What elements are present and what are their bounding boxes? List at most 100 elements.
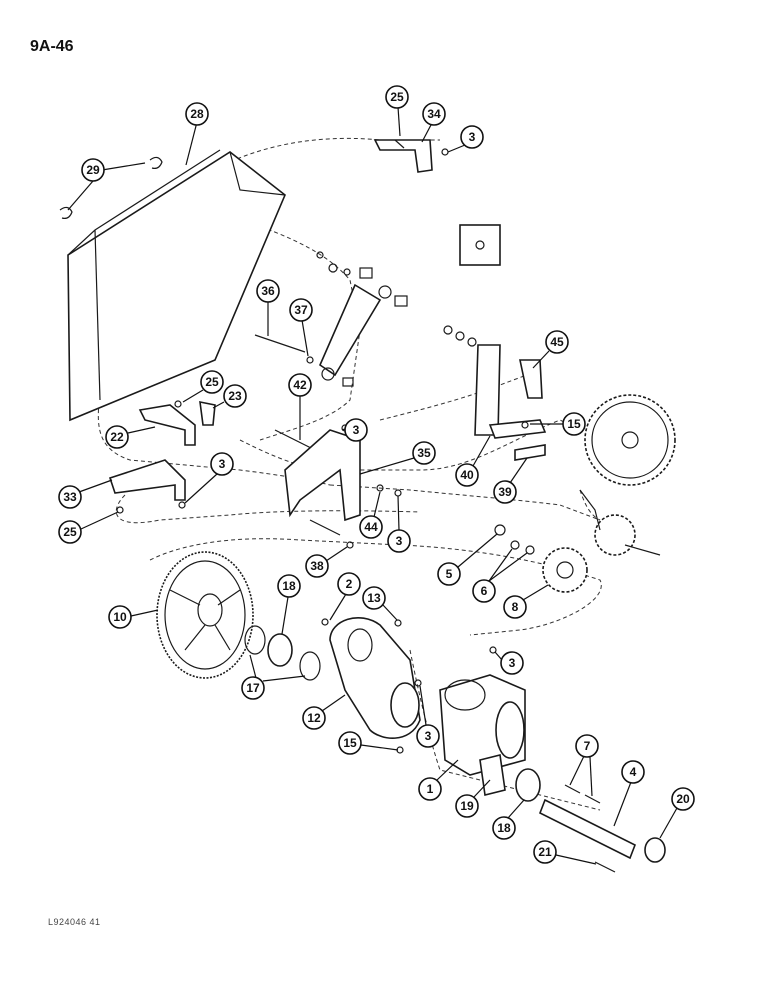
svg-text:18: 18 <box>497 821 511 835</box>
svg-text:8: 8 <box>512 600 519 614</box>
small-sprocket-part <box>579 489 661 556</box>
callout-44: 44 <box>359 515 383 539</box>
svg-text:23: 23 <box>228 389 242 403</box>
snap-ring-and-bushing-part <box>244 625 321 681</box>
svg-text:18: 18 <box>282 579 296 593</box>
svg-text:15: 15 <box>343 736 357 750</box>
callout-42: 42 <box>288 373 312 397</box>
lower-bushings-part <box>479 754 541 802</box>
svg-text:3: 3 <box>509 656 516 670</box>
svg-text:5: 5 <box>446 567 453 581</box>
svg-text:34: 34 <box>427 107 441 121</box>
callout-23: 23 <box>223 384 247 408</box>
bolt-36-part <box>254 334 306 353</box>
callout-17: 17 <box>241 676 265 700</box>
svg-text:19: 19 <box>460 799 474 813</box>
svg-text:42: 42 <box>293 378 307 392</box>
svg-text:40: 40 <box>460 468 474 482</box>
svg-text:45: 45 <box>550 335 564 349</box>
bolt-42-part <box>274 429 316 451</box>
callout-45: 45 <box>545 330 569 354</box>
svg-text:10: 10 <box>113 610 127 624</box>
callout-group: 28 29 29 25 34 3 36 37 25 23 22 42 3 45 … <box>58 85 695 865</box>
svg-text:35: 35 <box>417 446 431 460</box>
svg-text:38: 38 <box>310 559 324 573</box>
callout-3-right: 3 <box>500 651 524 675</box>
callout-13: 13 <box>362 586 386 610</box>
shaft-and-keys-part <box>538 784 637 860</box>
svg-text:13: 13 <box>367 591 381 605</box>
svg-text:29: 29 <box>86 163 100 177</box>
svg-text:3: 3 <box>353 423 360 437</box>
svg-text:39: 39 <box>498 485 512 499</box>
svg-text:7: 7 <box>584 739 591 753</box>
bracket-45-part <box>519 359 543 399</box>
callout-25-mid: 25 <box>200 370 224 394</box>
page-number-label: 9A-46 <box>30 38 74 55</box>
housing-12-part <box>329 616 421 739</box>
callout-35: 35 <box>412 441 436 465</box>
svg-text:33: 33 <box>63 490 77 504</box>
svg-text:3: 3 <box>425 729 432 743</box>
callout-18-upper: 18 <box>277 574 301 598</box>
callout-38: 38 <box>305 554 329 578</box>
svg-text:22: 22 <box>110 430 124 444</box>
ring-gear-part <box>156 551 254 679</box>
callout-8: 8 <box>503 595 527 619</box>
pin-21-part <box>594 861 616 873</box>
svg-text:1: 1 <box>427 782 434 796</box>
bracket-35-part <box>284 429 361 536</box>
callout-25-bottom: 25 <box>58 520 82 544</box>
svg-text:3: 3 <box>219 457 226 471</box>
callout-22: 22 <box>105 425 129 449</box>
svg-text:15: 15 <box>567 417 581 431</box>
callout-25-top: 25 <box>385 85 409 109</box>
svg-text:28: 28 <box>190 107 204 121</box>
starter-motor-part <box>439 674 526 776</box>
callout-36: 36 <box>256 279 280 303</box>
spring-hardware-part <box>316 251 408 387</box>
callout-6: 6 <box>472 579 496 603</box>
callout-33: 33 <box>58 485 82 509</box>
callout-40: 40 <box>455 463 479 487</box>
callout-3-lower: 3 <box>416 724 440 748</box>
svg-text:12: 12 <box>307 711 321 725</box>
callout-29-a: 29 <box>81 158 105 182</box>
svg-text:4: 4 <box>630 765 637 779</box>
clip-parts <box>59 156 163 219</box>
callout-37: 37 <box>289 298 313 322</box>
svg-text:25: 25 <box>63 525 77 539</box>
callout-34: 34 <box>422 102 446 126</box>
callout-12: 12 <box>302 706 326 730</box>
small-brackets-part <box>108 400 216 501</box>
callout-39: 39 <box>493 480 517 504</box>
callout-2: 2 <box>337 572 361 596</box>
callout-20: 20 <box>671 787 695 811</box>
svg-text:25: 25 <box>205 375 219 389</box>
svg-text:44: 44 <box>364 520 378 534</box>
callout-28: 28 <box>185 102 209 126</box>
svg-text:36: 36 <box>261 284 275 298</box>
large-sprocket-part <box>584 394 676 486</box>
shield-guard-part <box>67 149 286 422</box>
svg-text:3: 3 <box>396 534 403 548</box>
svg-text:3: 3 <box>469 130 476 144</box>
svg-text:2: 2 <box>346 577 353 591</box>
callout-15-right: 15 <box>562 412 586 436</box>
washer-plate-part <box>459 224 501 266</box>
svg-text:20: 20 <box>676 792 690 806</box>
callout-3-mid: 3 <box>344 418 368 442</box>
washer-20-part <box>644 837 666 863</box>
svg-text:37: 37 <box>294 303 308 317</box>
footer-reference-code: L924046 41 <box>48 917 101 927</box>
callout-1: 1 <box>418 777 442 801</box>
callout-3-top: 3 <box>460 125 484 149</box>
svg-text:6: 6 <box>481 584 488 598</box>
bracket-34-part <box>373 139 433 173</box>
callout-10: 10 <box>108 605 132 629</box>
callout-3-left: 3 <box>210 452 234 476</box>
svg-text:25: 25 <box>390 90 404 104</box>
callout-21: 21 <box>533 840 557 864</box>
callout-5: 5 <box>437 562 461 586</box>
